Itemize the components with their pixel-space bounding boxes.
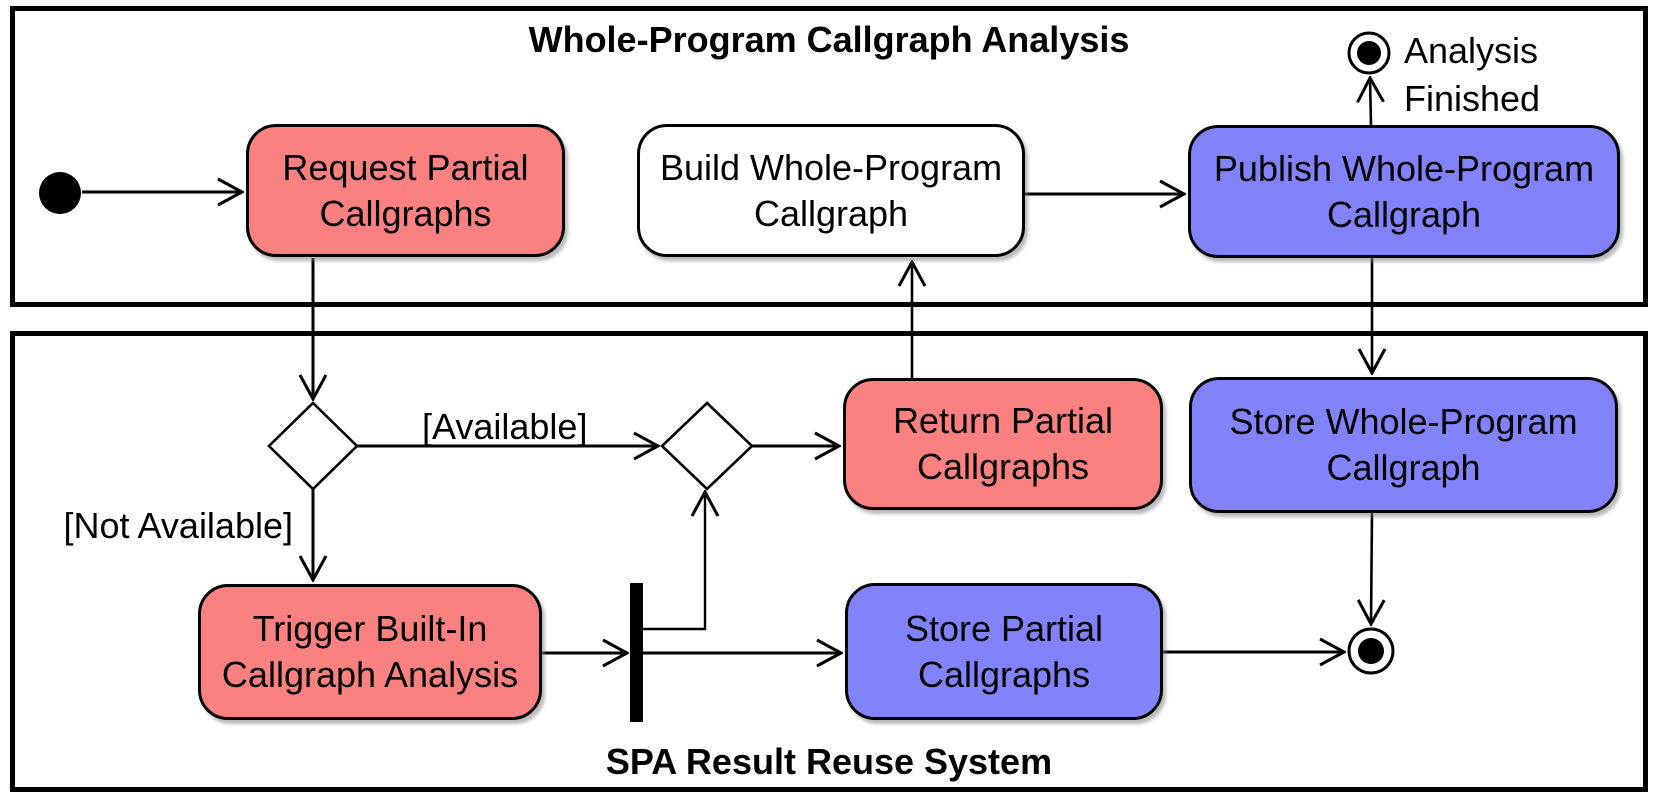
edge-store-whole-to-final <box>1371 512 1372 624</box>
activity-store-whole-program-callgraph: Store Whole-Program Callgraph <box>1189 377 1618 513</box>
activity-publish-whole-program-callgraph: Publish Whole-Program Callgraph <box>1188 125 1620 258</box>
initial-node <box>39 172 81 214</box>
edge-publish-to-finish <box>1370 78 1371 126</box>
decision-diamond <box>267 401 359 491</box>
bottom-partition-title: SPA Result Reuse System <box>605 741 1053 782</box>
activity-store-partial-callgraphs: Store Partial Callgraphs <box>845 583 1163 720</box>
final-node-analysis-finished-inner <box>1357 41 1381 65</box>
guard-label-available: [Available] <box>422 406 588 447</box>
activity-build-whole-program-callgraph: Build Whole-Program Callgraph <box>637 124 1025 257</box>
activity-trigger-built-in-callgraph-analysis: Trigger Built-In Callgraph Analysis <box>198 584 542 720</box>
activity-return-partial-callgraphs: Return Partial Callgraphs <box>843 378 1163 510</box>
merge-diamond <box>660 401 754 491</box>
fork-bar <box>630 583 643 722</box>
guard-label-not-available: [Not Available] <box>63 505 293 546</box>
label-analysis-finished: Analysis Finished <box>1404 30 1541 119</box>
activity-request-partial-callgraphs: Request Partial Callgraphs <box>246 124 565 257</box>
top-partition-title: Whole-Program Callgraph Analysis <box>528 19 1130 60</box>
final-node-bottom-inner <box>1358 638 1384 664</box>
edge-fork-to-merge <box>643 492 705 631</box>
